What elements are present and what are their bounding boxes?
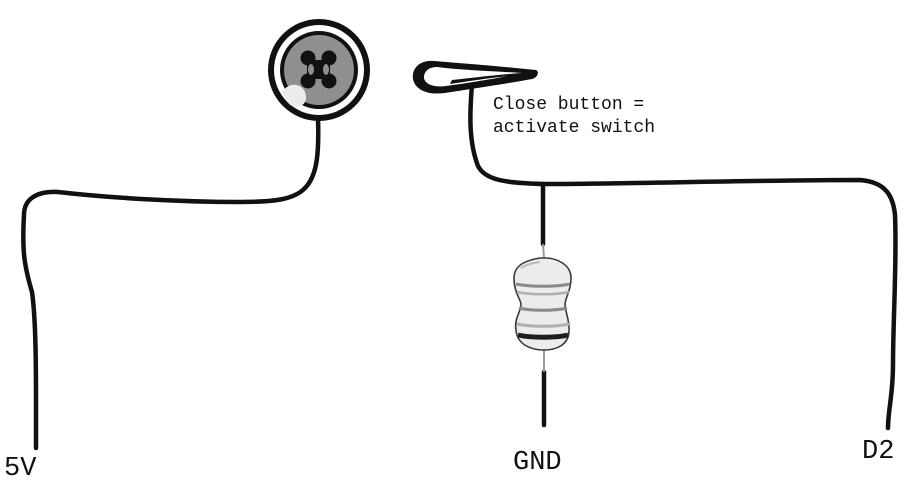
switch-note-line-1: Close button = (493, 95, 645, 115)
label-gnd: GND (513, 448, 562, 478)
wire-clip-d2 (468, 81, 898, 431)
label-5v: 5V (4, 454, 37, 484)
paper-clip-icon (412, 60, 538, 94)
wire-5v (21, 115, 321, 451)
resistor-icon (513, 243, 572, 372)
snap-button-icon (268, 19, 370, 121)
label-d2: D2 (862, 437, 895, 467)
switch-note-line-2: activate switch (493, 118, 656, 138)
